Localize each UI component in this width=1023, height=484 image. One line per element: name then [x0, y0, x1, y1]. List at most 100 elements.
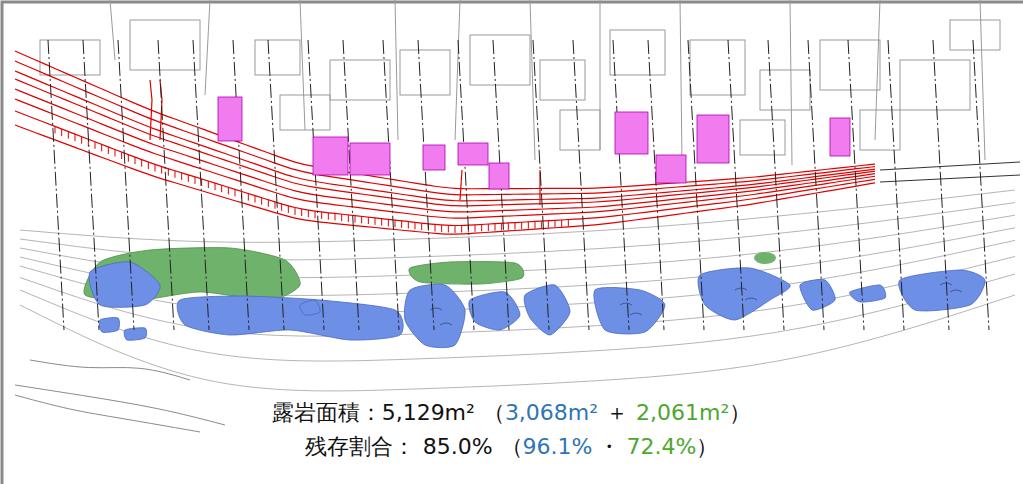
slope-hatch	[495, 224, 496, 231]
section-line	[768, 40, 784, 330]
hatch-mark	[430, 308, 442, 310]
section-line	[418, 40, 434, 330]
slope-hatch	[521, 222, 522, 229]
slope-hatch	[381, 219, 382, 226]
slope-hatch	[95, 142, 96, 149]
slope-hatch	[455, 226, 456, 233]
text-line: 露岩面積：5,129m²（3,068m²＋2,061m²）	[0, 396, 1023, 430]
slope-hatch	[141, 160, 142, 167]
slope-hatch	[288, 206, 289, 213]
road-line	[15, 89, 875, 212]
slope-hatch	[408, 222, 409, 229]
road-line	[15, 79, 875, 206]
slope-hatch	[281, 204, 282, 211]
rock-area-green	[409, 262, 524, 285]
parcel-boundary	[790, 0, 792, 165]
slope-hatch	[441, 225, 442, 232]
slope-hatch	[301, 209, 302, 216]
rock-area-blue	[899, 270, 985, 311]
section-line	[343, 40, 359, 330]
slope-hatch	[548, 221, 549, 228]
section-lines	[48, 40, 989, 330]
value-label: ）	[729, 396, 751, 430]
parcel	[330, 60, 390, 100]
slope-hatch	[315, 211, 316, 218]
parcel	[950, 20, 1000, 50]
section-line	[268, 40, 284, 330]
hatch-mark	[620, 303, 632, 305]
building	[489, 163, 509, 189]
shore-line	[30, 360, 190, 380]
rock-area-blue	[850, 285, 886, 302]
parcel-boundary	[205, 0, 210, 95]
parcel-boundary	[680, 0, 682, 160]
rock-area-blue	[89, 262, 160, 308]
building	[313, 137, 348, 175]
section-line	[933, 40, 949, 330]
slope-hatch	[535, 221, 536, 228]
rock-area-blue	[404, 284, 465, 347]
parcel	[820, 40, 880, 90]
slope-hatch	[221, 185, 222, 192]
slope-hatch	[181, 173, 182, 180]
section-line	[973, 40, 989, 330]
section-line	[888, 40, 904, 330]
slope-hatch	[448, 225, 449, 232]
rock-area-green	[754, 252, 776, 264]
slope-hatch	[161, 167, 162, 174]
shore-line	[15, 395, 200, 432]
section-line	[193, 40, 209, 330]
building	[350, 143, 390, 175]
slope-hatch	[515, 223, 516, 230]
building	[615, 112, 648, 154]
section-line	[383, 40, 399, 330]
hatch-mark	[950, 290, 962, 292]
slope-hatch	[188, 175, 189, 182]
parcel	[610, 30, 665, 75]
section-line	[648, 40, 664, 330]
slope-hatch	[195, 177, 196, 184]
slope-hatch	[401, 221, 402, 228]
rock-area-blue	[469, 292, 520, 330]
slope-hatch	[148, 162, 149, 169]
parcel	[560, 110, 600, 150]
section-line	[573, 40, 589, 330]
parcel	[540, 60, 585, 100]
slope-hatch	[375, 218, 376, 225]
building	[218, 97, 242, 141]
contour-lines	[20, 190, 1015, 391]
section-line	[158, 40, 174, 330]
side-road	[460, 170, 462, 200]
parcel-boundary	[110, 0, 115, 60]
slope-hatch	[308, 210, 309, 217]
value-label: （	[483, 396, 505, 430]
value-label: 96.1%	[523, 430, 593, 464]
slope-hatch	[268, 200, 269, 207]
slope-hatch	[215, 183, 216, 190]
road-line	[15, 111, 875, 226]
text-line: 残存割合：85.0%（96.1%・72.4%）	[0, 430, 1023, 464]
slope-hatch	[488, 224, 489, 231]
building	[656, 155, 686, 183]
slope-hatch	[121, 152, 122, 159]
rock-area-blue	[99, 318, 119, 333]
value-label: 3,068m²	[505, 396, 598, 430]
section-line	[458, 40, 474, 330]
slope-hatch	[261, 198, 262, 205]
value-label: ）	[696, 430, 718, 464]
rock-area-blue	[594, 287, 665, 334]
slope-hatch	[55, 126, 56, 133]
parcel	[130, 20, 200, 70]
rock-area-blue	[300, 300, 320, 315]
slope-hatch	[275, 202, 276, 209]
building	[830, 118, 850, 156]
parcel	[740, 120, 785, 155]
value-label: 85.0%	[423, 430, 493, 464]
slope-hatch	[461, 226, 462, 233]
slope-hatch	[175, 171, 176, 178]
slope-hatch	[295, 208, 296, 215]
slope-hatch	[501, 223, 502, 230]
slope-hatch	[388, 219, 389, 226]
rock-area-blue	[124, 328, 147, 341]
